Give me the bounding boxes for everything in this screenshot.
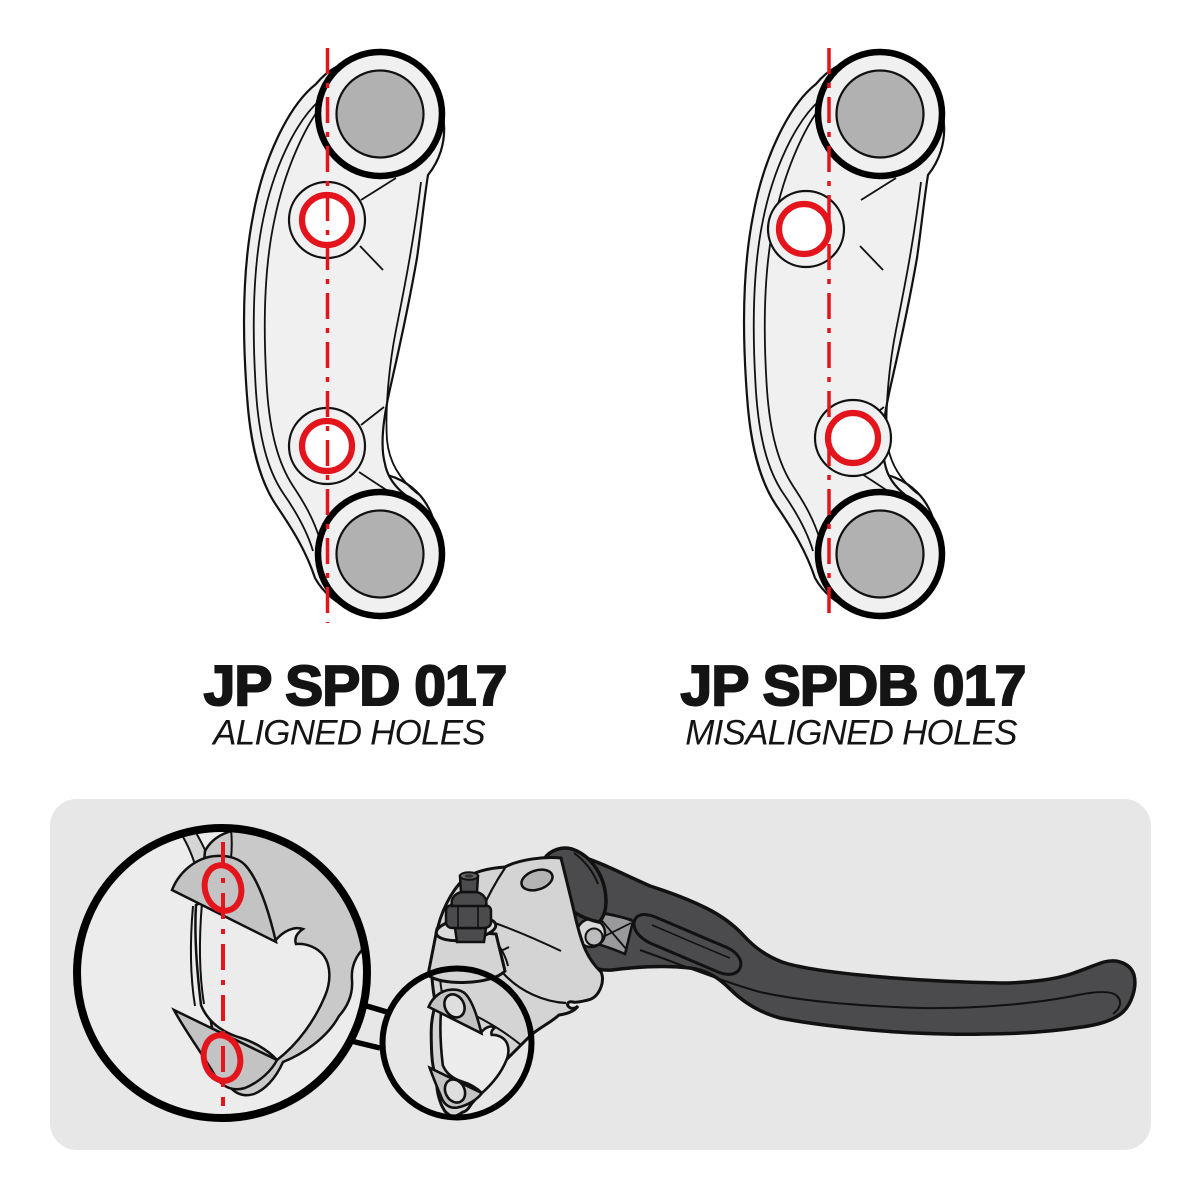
svg-text:JP SPDB 017: JP SPDB 017	[680, 654, 1025, 718]
svg-text:JP SPD 017: JP SPD 017	[204, 654, 507, 718]
svg-text:ALIGNED HOLES: ALIGNED HOLES	[211, 714, 485, 753]
svg-text:MISALIGNED HOLES: MISALIGNED HOLES	[685, 714, 1017, 753]
